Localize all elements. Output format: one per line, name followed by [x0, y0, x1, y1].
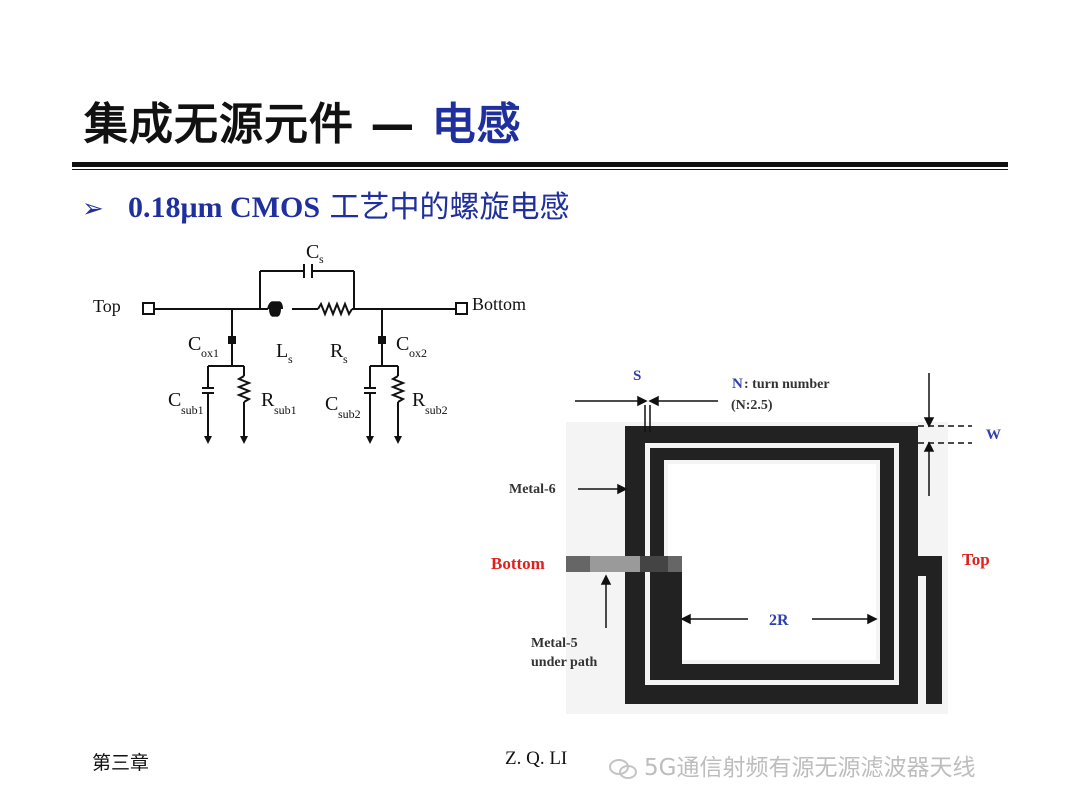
- title-main: 集成无源元件 —: [84, 99, 432, 150]
- cox1-sub: ox1: [201, 346, 219, 360]
- watermark-text: 5G通信射频有源无源滤波器天线: [644, 755, 976, 781]
- watermark: 5G通信射频有源无源滤波器天线: [608, 748, 975, 782]
- wechat-icon: [609, 758, 637, 779]
- page-title: 集成无源元件 — 电感: [84, 88, 522, 152]
- csub2-plate-top: [364, 387, 376, 389]
- csub1-plate-bottom: [202, 392, 214, 394]
- cox1-label: C: [188, 333, 201, 355]
- ground-arrow-2: [240, 436, 248, 444]
- s-label: S: [633, 368, 641, 384]
- layout-bottom-label: Bottom: [491, 554, 545, 573]
- csub2-sub: sub2: [338, 407, 361, 421]
- cs-sub: s: [319, 252, 324, 266]
- rsub1-label: R: [261, 389, 275, 411]
- w-label: W: [986, 427, 1001, 443]
- metal6-label: Metal-6: [509, 482, 556, 497]
- rsub1-sub: sub1: [274, 403, 297, 417]
- ground-arrow-3: [366, 436, 374, 444]
- cs-label: C: [306, 241, 319, 263]
- metal6-inner-turn: [664, 560, 682, 664]
- top-label: Top: [93, 296, 121, 316]
- cox2-sub: ox2: [409, 346, 427, 360]
- ls-sub: s: [288, 352, 293, 366]
- footer-chapter: 第三章: [92, 753, 150, 774]
- csub2-plate-bottom: [364, 392, 376, 394]
- metal5-label-line1: Metal-5: [531, 636, 578, 651]
- two-r-label: 2R: [769, 612, 789, 629]
- cox2-label: C: [396, 333, 409, 355]
- bullet-item: ➢ 0.18μm CMOS 工艺中的螺旋电感: [82, 182, 570, 226]
- rs-resistor: [317, 301, 353, 317]
- ground-arrow-4: [394, 436, 402, 444]
- bullet-arrow-icon: ➢: [82, 194, 104, 224]
- rs-label: R: [330, 340, 344, 362]
- title-accent: 电感: [431, 99, 522, 150]
- metal5-label-line2: under path: [531, 655, 597, 670]
- csub1-sub: sub1: [181, 403, 204, 417]
- bullet-text-latin: 0.18μm CMOS: [128, 191, 320, 224]
- n-value: (N:2.5): [731, 398, 773, 413]
- bottom-terminal: [455, 302, 468, 315]
- n-label: N: [732, 376, 743, 392]
- layout-top-label: Top: [962, 550, 990, 569]
- cox2-capacitor: [378, 336, 386, 344]
- cox1-capacitor: [228, 336, 236, 344]
- csub1-plate-top: [202, 387, 214, 389]
- top-terminal: [142, 302, 155, 315]
- rsub2-label: R: [412, 389, 426, 411]
- spiral-core: [668, 464, 876, 660]
- ls-label: L: [276, 340, 288, 362]
- rsub2-sub: sub2: [425, 403, 448, 417]
- footer-author: Z. Q. LI: [505, 748, 568, 769]
- ls-coil: [267, 301, 283, 317]
- bottom-label: Bottom: [472, 294, 526, 314]
- ground-arrow-1: [204, 436, 212, 444]
- csub2-label: C: [325, 393, 338, 415]
- n-text: : turn number: [744, 377, 830, 392]
- title-rule-thick: [72, 162, 1008, 167]
- csub1-label: C: [168, 389, 181, 411]
- bullet-text-cn: 工艺中的螺旋电感: [320, 190, 570, 225]
- equivalent-circuit: Top Bottom C s L s R s C ox1 C ox2 C sub…: [93, 241, 526, 444]
- top-port-lead: [918, 556, 942, 576]
- title-rule-thin: [72, 169, 1008, 170]
- rs-sub: s: [343, 352, 348, 366]
